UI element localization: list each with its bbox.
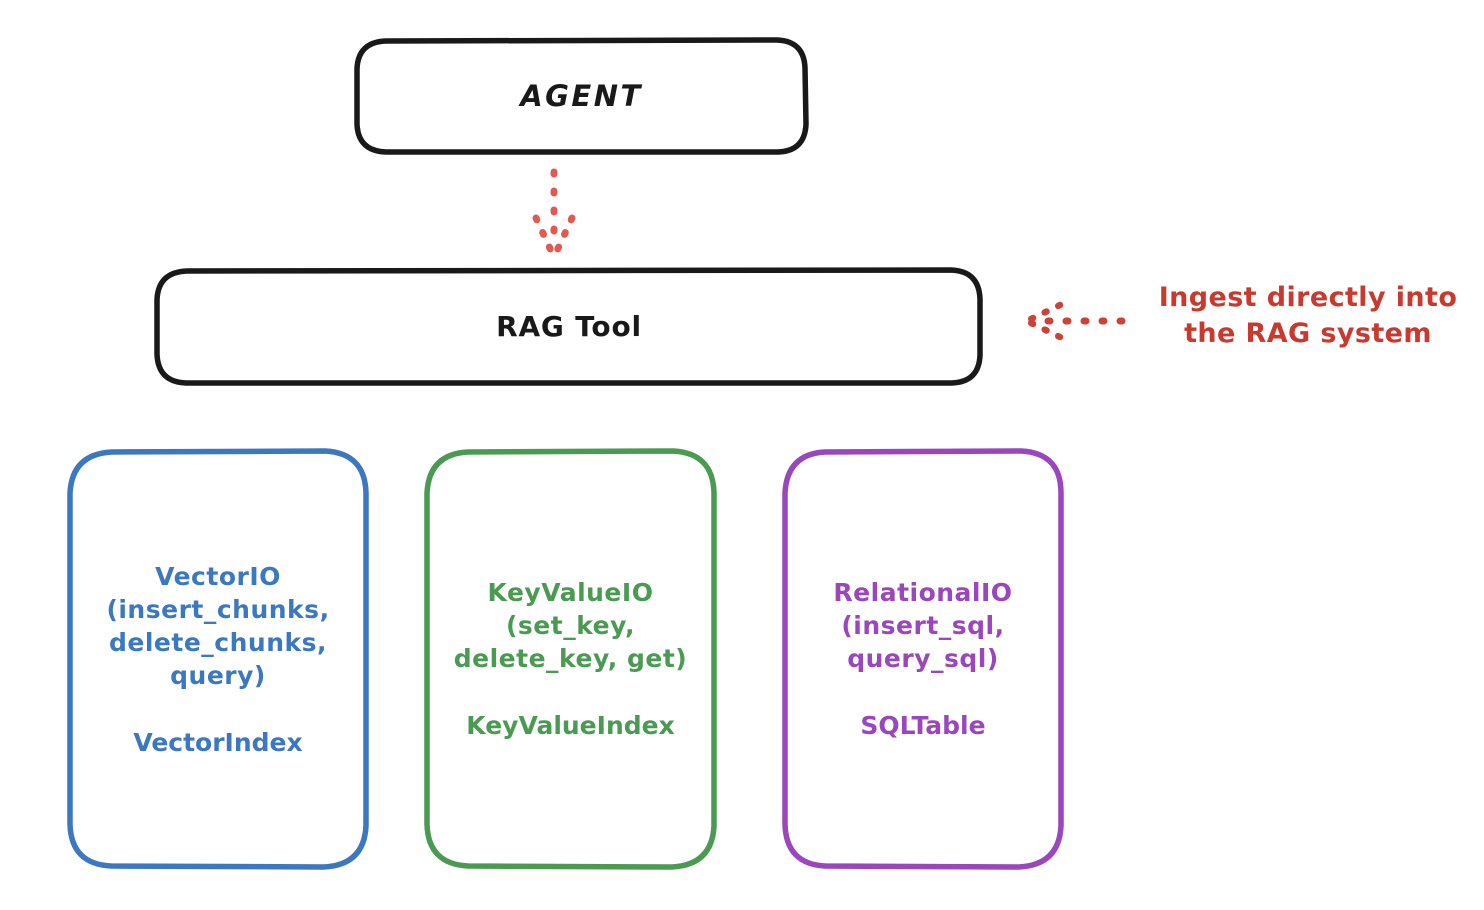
node-agent[interactable]: AGENT	[357, 40, 806, 153]
rag-tool-label: RAG Tool	[496, 310, 642, 344]
node-key-value-io[interactable]: KeyValueIO (set_key, delete_key, get) Ke…	[427, 451, 714, 867]
vector-io-sublabel: VectorIndex	[133, 727, 303, 757]
relational-io-sublabel: SQLTable	[860, 711, 986, 740]
ingest-annotation-text: Ingest directly into the RAG system	[1158, 282, 1458, 350]
node-vector-io[interactable]: VectorIO (insert_chunks, delete_chunks, …	[70, 451, 366, 867]
key-value-io-label: KeyValueIO (set_key, delete_key, get)	[453, 578, 688, 673]
rag-tool-box-outline	[154, 267, 983, 386]
relational-io-label: RelationalIO (insert_sql, query_sql)	[833, 578, 1013, 673]
key-value-io-box-outline	[424, 448, 717, 870]
key-value-io-sublabel: KeyValueIndex	[466, 711, 675, 740]
agent-box-outline	[354, 37, 809, 155]
agent-label: AGENT	[520, 78, 643, 113]
vector-io-box-outline	[67, 448, 369, 870]
ingest-annotation: Ingest directly into the RAG system	[1143, 280, 1473, 352]
ingest-connector	[1025, 301, 1126, 341]
relational-io-box-outline	[782, 448, 1064, 870]
agent-to-rag-connector	[532, 168, 576, 259]
node-rag-tool[interactable]: RAG Tool	[157, 270, 981, 384]
vector-io-label: VectorIO (insert_chunks, delete_chunks, …	[106, 561, 330, 690]
node-relational-io[interactable]: RelationalIO (insert_sql, query_sql) SQL…	[785, 451, 1061, 867]
